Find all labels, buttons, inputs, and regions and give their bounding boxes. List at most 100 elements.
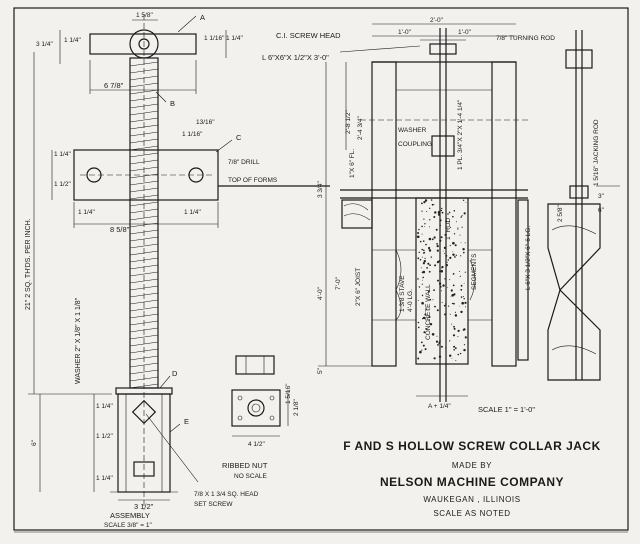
concrete-speck: [418, 251, 420, 254]
concrete-speck: [451, 323, 453, 325]
thread-line: [129, 159, 159, 165]
concrete-speck: [452, 284, 455, 287]
square-window: [131, 399, 157, 425]
concrete-speck: [433, 289, 435, 291]
dim-collar-width: 8 5/8": [110, 225, 130, 234]
thread-line: [129, 117, 159, 123]
concrete-speck: [445, 264, 448, 267]
thread-line: [129, 320, 159, 326]
thread-line: [129, 299, 159, 305]
concrete-speck: [431, 333, 435, 336]
side-dim-c: 2 5/8": [557, 205, 564, 222]
concrete-speck: [418, 228, 420, 231]
thread-line: [129, 173, 159, 179]
handle-bar: [89, 33, 197, 55]
concrete-speck: [464, 301, 467, 304]
dim-base-a: 1 1/4": [96, 403, 113, 410]
concrete-speck: [428, 249, 432, 252]
thread-line: [129, 236, 159, 242]
thread-line: [129, 138, 159, 144]
concrete-speck: [455, 254, 457, 256]
concrete-speck: [457, 336, 459, 338]
concrete-speck: [421, 271, 424, 274]
concrete-speck: [449, 313, 451, 315]
concrete-speck: [439, 219, 442, 222]
thread-line: [129, 82, 159, 88]
dim-5: 5": [317, 367, 324, 374]
concrete-speck: [433, 204, 435, 205]
concrete-speck: [424, 313, 427, 316]
concrete-speck: [459, 352, 462, 355]
set-screw-note-2: SET SCREW: [194, 501, 233, 508]
dim-base-c: 1 1/4": [96, 475, 113, 482]
concrete-speck: [431, 203, 434, 206]
concrete-speck: [460, 216, 463, 218]
concrete-speck: [454, 244, 457, 247]
concrete-speck: [452, 253, 455, 256]
dim-head-right-a: 1 1/16": [204, 35, 225, 42]
dim-collar-height: 1 1/2": [54, 181, 71, 188]
thread-line: [129, 313, 159, 319]
dim-collar-side-right: 1 1/4": [184, 209, 201, 216]
concrete-speck: [423, 251, 426, 254]
concrete-speck: [445, 347, 446, 349]
concrete-speck: [450, 296, 452, 297]
concrete-speck: [418, 326, 420, 329]
concrete-speck: [453, 325, 455, 328]
concrete-speck: [453, 327, 456, 330]
nut-bore: [247, 399, 265, 417]
concrete-speck: [453, 210, 456, 212]
dim-base-height: 6": [31, 439, 38, 446]
concrete-speck: [421, 294, 424, 297]
concrete-speck: [460, 242, 462, 244]
concrete-speck: [440, 345, 443, 348]
thread-line: [129, 369, 159, 375]
concrete-speck: [452, 215, 454, 218]
concrete-speck: [429, 226, 431, 228]
angle-top-note: L 6"X6"X 1/2"X 3'-0": [262, 53, 329, 62]
concrete-speck: [437, 213, 441, 216]
concrete-speck: [444, 278, 446, 280]
made-by: MADE BY: [452, 461, 492, 470]
section-half-right: 1'-0": [458, 29, 472, 36]
dim-base-b: 1 1/2": [96, 433, 113, 440]
concrete-speck: [445, 220, 448, 223]
concrete-speck: [464, 271, 466, 273]
concrete-speck: [423, 218, 425, 220]
concrete-speck: [421, 210, 423, 212]
concrete-speck: [420, 267, 422, 269]
concrete-speck: [453, 233, 456, 235]
sheet-border: [13, 7, 629, 531]
concrete-speck: [438, 355, 442, 358]
concrete-speck: [423, 249, 425, 252]
concrete-speck: [428, 248, 430, 250]
thread-line: [129, 131, 159, 137]
thread-line: [129, 376, 159, 382]
left-block: [341, 199, 373, 229]
concrete-speck: [460, 296, 463, 298]
thread-line: [129, 208, 159, 214]
dim-2-4: 2'-4 3/4": [357, 116, 364, 140]
concrete-speck: [447, 259, 449, 261]
concrete-speck: [457, 228, 459, 230]
concrete-speck: [451, 302, 453, 305]
concrete-speck: [435, 228, 438, 231]
concrete-speck: [424, 257, 426, 259]
concrete-speck: [424, 199, 428, 202]
concrete-speck: [449, 256, 452, 259]
concrete-speck: [454, 314, 458, 317]
right-block: [517, 199, 529, 361]
concrete-speck: [464, 242, 466, 244]
concrete-speck: [438, 282, 442, 285]
concrete-speck: [424, 223, 426, 225]
concrete-speck: [436, 249, 439, 252]
drawing-title: F AND S HOLLOW SCREW COLLAR JACK: [343, 439, 601, 453]
concrete-speck: [455, 221, 457, 223]
dim-collar-a: 1 1/16": [182, 131, 203, 138]
thread-line: [129, 145, 159, 151]
dim-collar-side-left: 1 1/4": [78, 209, 95, 216]
concrete-fill: [416, 199, 467, 362]
assembly-label: ASSEMBLY: [110, 511, 150, 520]
thread-line: [129, 103, 159, 109]
drawing-scale-note: SCALE AS NOTED: [433, 509, 510, 518]
